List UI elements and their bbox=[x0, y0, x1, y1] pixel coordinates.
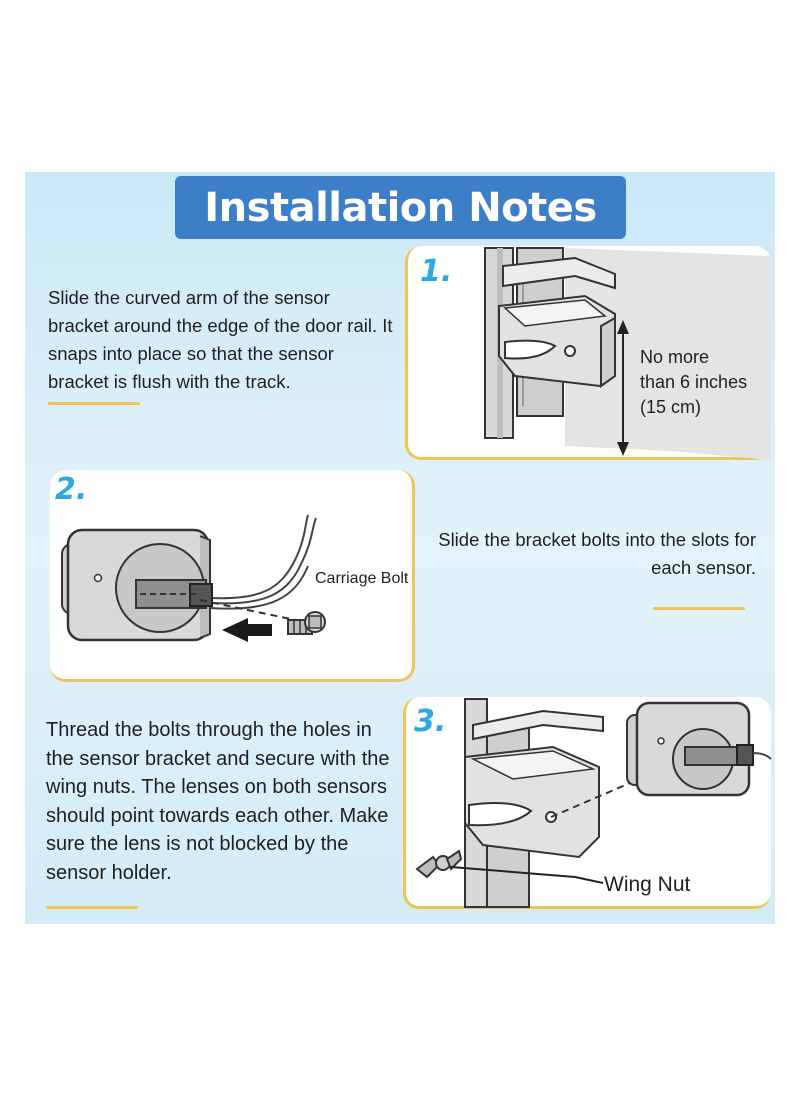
carriage-bolt-label: Carriage Bolt bbox=[315, 570, 409, 587]
step-2-accent-line bbox=[653, 607, 745, 610]
step-2-text: Slide the bracket bolts into the slots f… bbox=[438, 529, 756, 578]
distance-label-line-1: No more bbox=[640, 347, 710, 367]
step-3-accent-line bbox=[46, 906, 138, 909]
step-2-number: 2. bbox=[55, 472, 88, 507]
step-1-illustration bbox=[484, 247, 771, 460]
distance-label: No more than 6 inches (15 cm) bbox=[640, 345, 747, 420]
page-title: Installation Notes bbox=[204, 184, 597, 231]
step-1-text: Slide the curved arm of the sensor brack… bbox=[48, 287, 393, 392]
title-banner: Installation Notes bbox=[175, 176, 626, 239]
step-1-accent-line bbox=[48, 402, 140, 405]
distance-label-line-3: (15 cm) bbox=[640, 397, 702, 417]
step-3-illustration bbox=[415, 698, 772, 908]
distance-label-line-2: than 6 inches bbox=[640, 372, 748, 392]
step-2-illustration bbox=[61, 514, 326, 642]
wing-nut-label: Wing Nut bbox=[604, 873, 691, 896]
step-3-text: Thread the bolts through the holes in th… bbox=[46, 719, 390, 884]
step-1-number: 1. bbox=[420, 254, 453, 289]
step-3-number: 3. bbox=[414, 704, 447, 739]
